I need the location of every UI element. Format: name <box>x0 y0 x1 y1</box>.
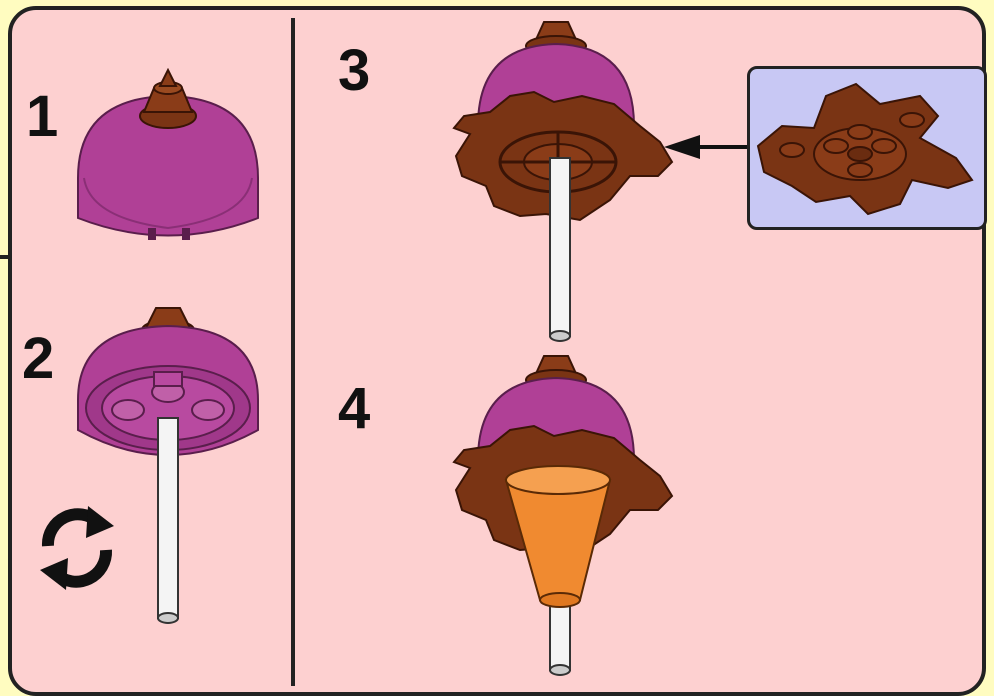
step-3-gear-assembly-figure <box>450 16 690 346</box>
rotate-icon <box>32 500 122 595</box>
step-number-3: 3 <box>338 42 370 100</box>
step-1-dome-figure <box>70 68 270 253</box>
step-number-4: 4 <box>338 380 370 438</box>
column-divider <box>291 18 295 686</box>
arrow-left-icon <box>664 132 750 162</box>
gear-part-figure <box>752 76 980 222</box>
step-4-cone-assembly-figure <box>450 350 690 680</box>
step-number-2: 2 <box>22 330 54 388</box>
step-number-1: 1 <box>26 88 58 146</box>
